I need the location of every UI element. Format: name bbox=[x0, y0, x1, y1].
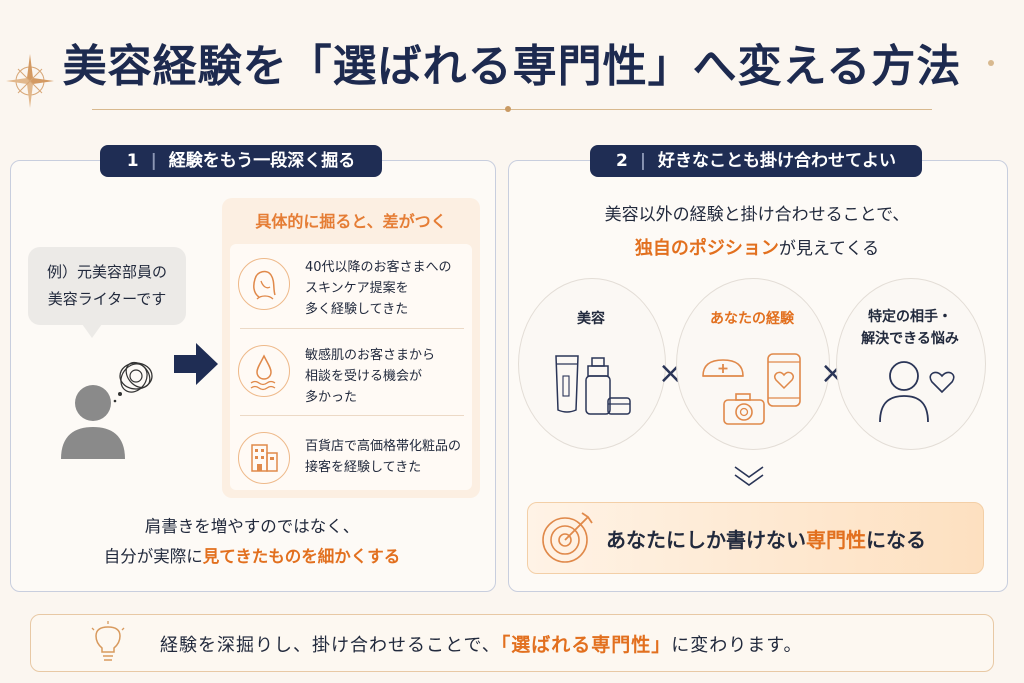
tag-number: 1 bbox=[126, 151, 139, 171]
building-icon bbox=[238, 432, 290, 484]
result-text: あなたにしか書けない専門性になる bbox=[606, 524, 926, 553]
intro-line: 独自のポジションが見えてくる bbox=[508, 232, 1006, 266]
circle-target-audience bbox=[836, 278, 986, 450]
compass-star-icon bbox=[4, 46, 56, 120]
example-bubble: 例）元美容部員の 美容ライターです bbox=[28, 247, 186, 325]
cosmetics-icon bbox=[550, 352, 634, 422]
detail-item: 40代以降のお客さまへの スキンケア提案を 多く経験してきた bbox=[305, 257, 475, 320]
chevron-double-down-icon bbox=[732, 464, 766, 494]
footer-suffix: に変わります。 bbox=[671, 635, 803, 656]
detail-line: 百貨店で高価格帯化粧品の bbox=[305, 439, 462, 454]
detail-item: 敏感肌のお客さまから 相談を受ける機会が 多かった bbox=[305, 345, 475, 408]
intro-text: が見えてくる bbox=[778, 239, 880, 259]
target-arrow-icon bbox=[538, 507, 598, 571]
result-banner bbox=[527, 502, 984, 574]
footer-text: 経験を深掘りし、掛け合わせることで、「選ばれる専門性」に変わります。 bbox=[160, 630, 802, 657]
right-intro: 美容以外の経験と掛け合わせることで、 独自のポジションが見えてくる bbox=[508, 198, 1006, 266]
footer-banner bbox=[30, 614, 994, 672]
detail-line: 多かった bbox=[305, 390, 358, 405]
detail-line: 40代以降のお客さまへの bbox=[305, 260, 452, 275]
detail-line: 敏感肌のお客さまから bbox=[305, 348, 436, 363]
woman-face-icon bbox=[238, 258, 290, 310]
bubble-tail bbox=[82, 324, 102, 338]
water-drop-icon bbox=[238, 345, 290, 397]
circle-label-line: 特定の相手・ bbox=[868, 309, 952, 325]
detail-line: スキンケア提案を bbox=[305, 281, 409, 296]
phone-heart-icon bbox=[766, 352, 802, 412]
intro-line: 美容以外の経験と掛け合わせることで、 bbox=[604, 205, 910, 225]
person-icon bbox=[58, 383, 128, 463]
page-title: 美容経験を「選ばれる専門性」へ変える方法 bbox=[62, 41, 962, 92]
tag-text: 経験をもう一段深く掘る bbox=[168, 151, 356, 171]
tag-text: 好きなことも掛け合わせてよい bbox=[657, 151, 896, 171]
circle-label: あなたの経験 bbox=[710, 311, 794, 327]
footer-prefix: 経験を深掘りし、掛け合わせることで、 bbox=[160, 635, 501, 656]
detail-item: 百貨店で高価格帯化粧品の 接客を経験してきた bbox=[305, 436, 477, 478]
person-heart-icon bbox=[878, 358, 958, 428]
title-divider bbox=[92, 109, 932, 110]
circle-label: 特定の相手・ 解決できる悩み bbox=[836, 306, 984, 350]
divider bbox=[240, 415, 464, 416]
summary-highlight: 見てきたものを細かくする bbox=[202, 547, 401, 566]
result-highlight: 専門性 bbox=[806, 528, 866, 552]
result-suffix: になる bbox=[866, 528, 926, 552]
tangled-thought-icon bbox=[108, 356, 160, 410]
circle-label: 美容 bbox=[577, 311, 605, 327]
right-panel-tag: 2 | 好きなことも掛け合わせてよい bbox=[590, 145, 922, 177]
footer-highlight: 「選ばれる専門性」 bbox=[500, 634, 672, 656]
left-panel-tag: 1 | 経験をもう一段深く掘る bbox=[100, 145, 382, 177]
bubble-line: 例）元美容部員の bbox=[46, 263, 167, 281]
camera-icon bbox=[722, 392, 766, 430]
left-summary: 肩書きを増やすのではなく、 自分が実際に見てきたものを細かくする bbox=[20, 512, 484, 572]
sparkle-decoration bbox=[988, 60, 994, 66]
result-prefix: あなたにしか書けない bbox=[606, 528, 806, 552]
nurse-cap-icon bbox=[700, 356, 746, 386]
circle-label-line: 解決できる悩み bbox=[861, 331, 959, 347]
detail-line: 相談を受ける機会が bbox=[305, 369, 423, 384]
detail-heading: 具体的に掘ると、差がつく bbox=[255, 212, 447, 231]
divider-dot bbox=[505, 106, 511, 112]
bubble-line: 美容ライターです bbox=[47, 290, 167, 308]
lightbulb-icon bbox=[88, 620, 128, 668]
arrow-right-icon bbox=[172, 340, 220, 392]
divider bbox=[240, 328, 464, 329]
circle-your-experience bbox=[676, 278, 830, 450]
detail-line: 多く経験してきた bbox=[305, 302, 409, 317]
summary-text: 自分が実際に bbox=[103, 547, 203, 566]
summary-line: 肩書きを増やすのではなく、 bbox=[144, 517, 360, 536]
summary-line: 自分が実際に見てきたものを細かくする bbox=[20, 542, 484, 572]
intro-highlight: 独自のポジション bbox=[634, 238, 779, 259]
tag-number: 2 bbox=[616, 151, 628, 171]
detail-line: 接客を経験してきた bbox=[305, 460, 422, 475]
